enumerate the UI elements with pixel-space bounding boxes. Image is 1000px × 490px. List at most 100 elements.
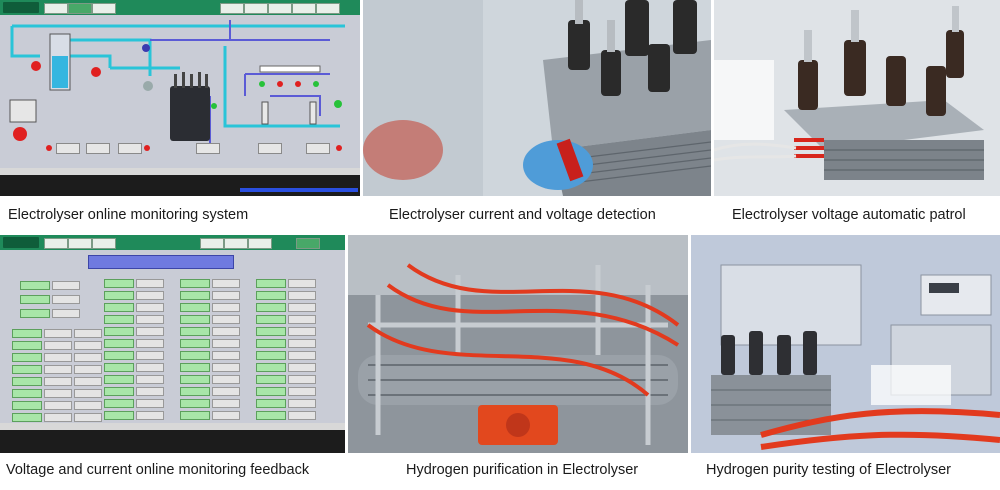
water-tank-icon xyxy=(49,33,71,91)
cell-voltage-value xyxy=(136,375,164,384)
cell-voltage-value xyxy=(288,387,316,396)
cell-voltage-value xyxy=(288,303,316,312)
parameter-label-cell xyxy=(12,377,42,386)
cell-voltage-value xyxy=(288,411,316,420)
cell-voltage-label xyxy=(180,315,210,324)
cell-voltage-value xyxy=(212,315,240,324)
scada-nav-tab xyxy=(92,3,116,14)
cell-voltage-label xyxy=(104,363,134,372)
parameter-label-cell xyxy=(12,329,42,338)
parameter-value-cell xyxy=(52,295,80,304)
cell-voltage-label xyxy=(256,279,286,288)
electrolyser-stack-icon xyxy=(170,72,217,141)
cell-voltage-value xyxy=(288,363,316,372)
parameter-value-cell xyxy=(74,389,102,398)
parameter-value-cell xyxy=(44,353,72,362)
cell-voltage-value xyxy=(136,339,164,348)
cell-voltage-label xyxy=(256,411,286,420)
cell-voltage-label xyxy=(256,351,286,360)
scada-status-bar xyxy=(0,168,360,196)
cell-voltage-label xyxy=(180,375,210,384)
scada-nav-tab xyxy=(244,3,268,14)
process-diagram xyxy=(9,20,345,146)
scada-control-button xyxy=(196,143,220,154)
caption-purity: Hydrogen purity testing of Electrolyser xyxy=(706,462,951,478)
scada-nav-tab xyxy=(200,238,224,249)
cell-voltage-label xyxy=(104,315,134,324)
scada-nav-tab xyxy=(268,3,292,14)
parameter-value-cell xyxy=(52,281,80,290)
cell-voltage-value xyxy=(136,303,164,312)
caption-purification: Hydrogen purification in Electrolyser xyxy=(406,462,639,478)
scada-nav-tab xyxy=(68,3,92,14)
patrol-photo xyxy=(714,0,1000,196)
cell-voltage-label xyxy=(180,303,210,312)
cell-voltage-label xyxy=(256,339,286,348)
feedback-screen-image xyxy=(0,235,345,453)
scada-nav-tab xyxy=(92,238,116,249)
caption-feedback: Voltage and current online monitoring fe… xyxy=(6,462,310,478)
cell-voltage-value xyxy=(212,303,240,312)
parameter-label-cell xyxy=(20,281,50,290)
cell-voltage-value xyxy=(136,327,164,336)
cell-voltage-value xyxy=(288,315,316,324)
cell-voltage-label xyxy=(180,411,210,420)
scada-nav-tab xyxy=(316,3,340,14)
cell-voltage-value xyxy=(212,327,240,336)
scada-control-button xyxy=(258,143,282,154)
cell-voltage-label xyxy=(180,339,210,348)
scada-nav-tab xyxy=(292,3,316,14)
scada-logo xyxy=(3,2,39,13)
cell-voltage-value xyxy=(212,375,240,384)
cell-voltage-label xyxy=(104,411,134,420)
cell-voltage-value xyxy=(288,279,316,288)
cell-voltage-label xyxy=(180,279,210,288)
parameter-value-cell xyxy=(74,341,102,350)
parameter-label-cell xyxy=(12,413,42,422)
valve-icon xyxy=(31,61,101,77)
scada-nav-tab xyxy=(224,238,248,249)
cell-voltage-value xyxy=(288,399,316,408)
cell-voltage-value xyxy=(136,291,164,300)
parameter-value-cell xyxy=(52,309,80,318)
cell-voltage-value xyxy=(136,363,164,372)
cell-voltage-label xyxy=(256,315,286,324)
caption-detection: Electrolyser current and voltage detecti… xyxy=(389,207,656,223)
parameter-value-cell xyxy=(44,341,72,350)
cell-voltage-value xyxy=(136,279,164,288)
pump-icon xyxy=(142,44,153,91)
parameter-label-cell xyxy=(20,309,50,318)
cell-voltage-label xyxy=(256,399,286,408)
scada-screen-image xyxy=(0,0,360,196)
cell-voltage-label xyxy=(180,351,210,360)
cell-voltage-value xyxy=(212,363,240,372)
cell-voltage-value xyxy=(136,399,164,408)
cell-voltage-label xyxy=(180,399,210,408)
scada-status-bar xyxy=(0,423,345,453)
parameter-value-cell xyxy=(74,329,102,338)
cell-voltage-value xyxy=(212,291,240,300)
cell-voltage-label xyxy=(104,375,134,384)
parameter-value-cell xyxy=(74,353,102,362)
scada-nav-tab xyxy=(296,238,320,249)
cell-voltage-label xyxy=(256,363,286,372)
parameter-value-cell xyxy=(44,401,72,410)
parameter-value-cell xyxy=(74,377,102,386)
cell-voltage-value xyxy=(288,339,316,348)
cell-voltage-value xyxy=(288,351,316,360)
purification-photo xyxy=(348,235,688,453)
parameter-value-cell xyxy=(44,377,72,386)
parameter-label-cell xyxy=(12,389,42,398)
cell-voltage-value xyxy=(212,399,240,408)
cell-voltage-value xyxy=(136,351,164,360)
cell-voltage-label xyxy=(104,387,134,396)
cell-voltage-label xyxy=(104,303,134,312)
caption-patrol: Electrolyser voltage automatic patrol xyxy=(732,207,966,223)
cell-voltage-label xyxy=(256,327,286,336)
scada-control-button xyxy=(306,143,330,154)
cell-voltage-value xyxy=(212,351,240,360)
scada-nav-tab xyxy=(44,3,68,14)
cell-voltage-value xyxy=(288,327,316,336)
scada-logo xyxy=(3,237,39,248)
scada-nav-tab xyxy=(68,238,92,249)
